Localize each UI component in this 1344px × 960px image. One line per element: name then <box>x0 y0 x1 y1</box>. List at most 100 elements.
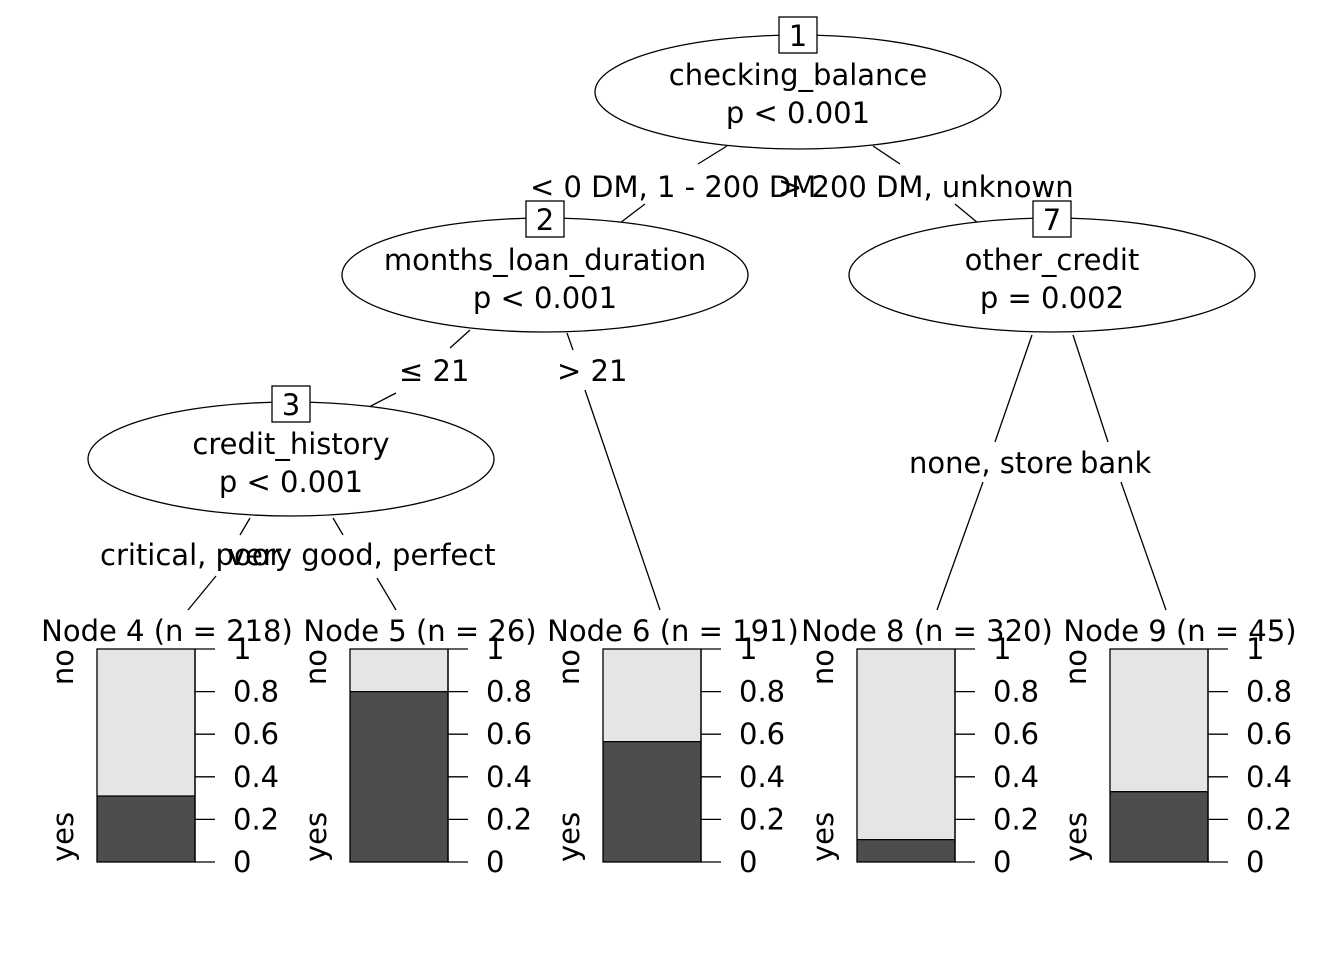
node-id: 2 <box>536 203 554 237</box>
edge-label-n2-left: ≤ 21 <box>399 354 469 388</box>
category-label-yes: yes <box>46 812 80 862</box>
node-id-box <box>778 16 818 54</box>
axis-tick-label: 0.8 <box>993 675 1039 709</box>
node-id: 1 <box>789 19 807 53</box>
bar-yes-segment <box>350 691 448 862</box>
bar-no-segment <box>603 649 701 742</box>
terminal-node-label: Node 5 (n = 26) <box>303 614 536 648</box>
category-label-yes: yes <box>299 812 333 862</box>
category-label-no: no <box>46 649 80 685</box>
terminal-node-label: Node 4 (n = 218) <box>41 614 293 648</box>
edge-1-7 <box>872 145 901 165</box>
axis-tick-label: 1 <box>1246 632 1264 666</box>
node-id-box <box>525 200 565 238</box>
edge-label-n1-right: > 200 DM, unknown <box>778 170 1074 204</box>
axis-tick-label: 0.6 <box>993 717 1039 751</box>
edge-7-9-lower <box>1120 481 1167 611</box>
node-2: 2 months_loan_duration p < 0.001 <box>341 200 749 333</box>
axis-tick-label: 1 <box>739 632 757 666</box>
node-p-value: p < 0.001 <box>473 281 617 315</box>
axis-tick-label: 1 <box>233 632 251 666</box>
node-variable: months_loan_duration <box>384 243 706 277</box>
edge-7-8 <box>994 334 1033 443</box>
axis-tick-label: 0 <box>739 845 757 879</box>
category-label-no: no <box>299 649 333 685</box>
terminal-node-label: Node 6 (n = 191) <box>547 614 799 648</box>
edge-2-3-lower <box>366 392 397 409</box>
category-label-no: no <box>552 649 586 685</box>
edge-7-9 <box>1072 334 1109 443</box>
category-label-no: no <box>806 649 840 685</box>
axis-tick-label: 0.6 <box>739 717 785 751</box>
category-label-yes: yes <box>806 812 840 862</box>
axis-tick-label: 0.8 <box>739 675 785 709</box>
edge-label-n3-right: very good, perfect <box>228 538 496 572</box>
edge-3-4 <box>239 517 251 536</box>
axis-tick-label: 1 <box>993 632 1011 666</box>
axis-tick-label: 0.8 <box>1246 675 1292 709</box>
axis-tick-label: 0 <box>233 845 251 879</box>
category-label-no: no <box>1059 649 1093 685</box>
axis-tick-label: 0 <box>1246 845 1264 879</box>
axis-tick-label: 1 <box>486 632 504 666</box>
axis-tick-label: 0.2 <box>1246 802 1292 836</box>
axis-tick-label: 0.4 <box>233 760 279 794</box>
node-id: 3 <box>282 388 300 422</box>
axis-tick-label: 0.4 <box>486 760 532 794</box>
edge-3-5 <box>332 517 344 536</box>
axis-tick-label: 0 <box>486 845 504 879</box>
axis-tick-label: 0.6 <box>233 717 279 751</box>
bar-no-segment <box>857 649 955 840</box>
bar-yes-segment <box>97 795 195 862</box>
axis-tick-label: 0.4 <box>1246 760 1292 794</box>
edge-3-5-lower <box>376 577 397 611</box>
axis-tick-label: 0.6 <box>486 717 532 751</box>
edge-label-n7-left: none, store <box>909 446 1073 480</box>
node-variable: checking_balance <box>669 58 927 92</box>
axis-tick-label: 0.4 <box>993 760 1039 794</box>
edge-1-2-lower <box>619 203 646 224</box>
terminal-node-label: Node 8 (n = 320) <box>801 614 1053 648</box>
edge-label-n2-right: > 21 <box>557 354 627 388</box>
edge-2-6-lower <box>584 389 661 611</box>
edge-2-6 <box>566 332 574 351</box>
bar-no-segment <box>1110 649 1208 792</box>
node-variable: credit_history <box>192 427 389 461</box>
node-7: 7 other_credit p = 0.002 <box>848 200 1256 333</box>
edge-label-n7-right: bank <box>1080 446 1152 480</box>
terminal-node-4: Node 8 (n = 320) 0 0.2 0.4 0.6 0.8 1 no yes <box>801 614 1053 879</box>
terminal-nodes: Node 4 (n = 218)00.20.40.60.81noyesNode … <box>41 614 1296 879</box>
axis-tick-label: 0.2 <box>233 802 279 836</box>
node-p-value: p = 0.002 <box>980 281 1124 315</box>
axis-tick-label: 0.6 <box>1246 717 1292 751</box>
edge-2-3 <box>449 329 471 349</box>
edge-7-8-lower <box>936 481 984 611</box>
edge-labels: < 0 DM, 1 - 200 DM > 200 DM, unknown ≤ 2… <box>100 170 1152 572</box>
edge-3-4-lower <box>187 575 217 611</box>
axis-tick-label: 0.8 <box>486 675 532 709</box>
tree-edges <box>187 145 1167 611</box>
bar-yes-segment <box>857 839 955 862</box>
node-id: 7 <box>1043 203 1061 237</box>
node-id-box <box>1032 200 1072 238</box>
bar-yes-segment <box>603 741 701 862</box>
edge-1-7-lower <box>954 203 979 224</box>
axis-tick-label: 0.8 <box>233 675 279 709</box>
terminal-node-label: Node 9 (n = 45) <box>1063 614 1296 648</box>
edge-label-n3-left: critical, poor <box>100 538 281 572</box>
bar-no-segment <box>97 649 195 796</box>
axis-tick-label: 0.4 <box>739 760 785 794</box>
bar-no-segment <box>350 649 448 692</box>
axis-tick-label: 0.2 <box>993 802 1039 836</box>
edge-1-2 <box>697 145 728 165</box>
node-3: 3 credit_history p < 0.001 <box>87 385 495 517</box>
node-variable: other_credit <box>965 243 1140 277</box>
axis-tick-label: 0 <box>993 845 1011 879</box>
node-p-value: p < 0.001 <box>726 96 870 130</box>
axis-tick-label: 0.2 <box>739 802 785 836</box>
bar-yes-segment <box>1110 791 1208 862</box>
